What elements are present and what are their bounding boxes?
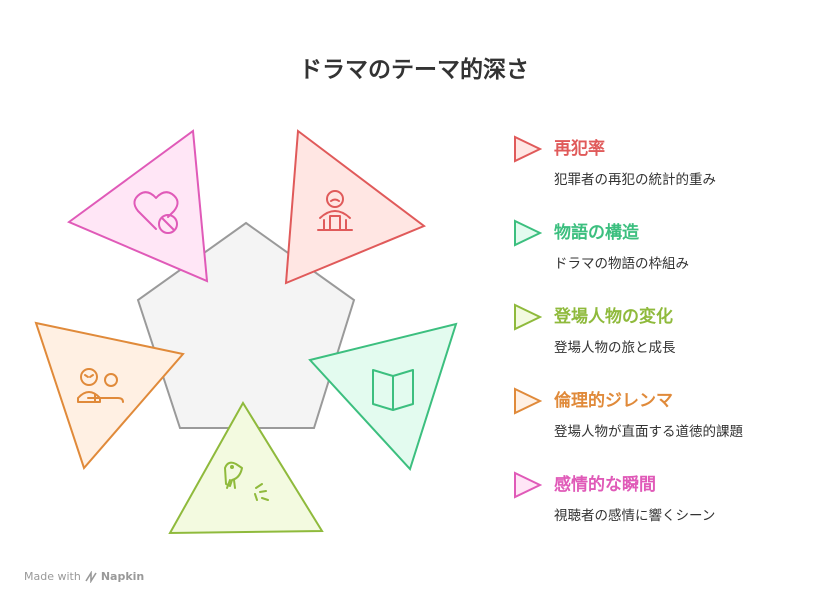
- legend-description: ドラマの物語の枠組み: [554, 256, 689, 272]
- legend-item-narrative-structure: 物語の構造 ドラマの物語の枠組み: [512, 216, 812, 276]
- triangle-marker-icon: [514, 219, 542, 247]
- heart-icon: [133, 191, 179, 234]
- legend-description: 登場人物の旅と成長: [554, 340, 676, 356]
- legend-title: 感情的な瞬間: [554, 475, 656, 495]
- legend-title: 再犯率: [554, 139, 605, 159]
- triangle-emotional-moments: [66, 129, 209, 283]
- triangle-marker-icon: [514, 471, 542, 499]
- legend-item-ethical-dilemma: 倫理的ジレンマ 登場人物が直面する道徳的課題: [512, 384, 812, 444]
- triangle-marker-icon: [514, 303, 542, 331]
- legend-title: 登場人物の変化: [554, 307, 673, 327]
- legend-item-emotional-moments: 感情的な瞬間 視聴者の感情に響くシーン: [512, 468, 812, 528]
- footer-attribution[interactable]: Made with Napkin: [24, 570, 144, 583]
- legend-title: 物語の構造: [554, 223, 639, 243]
- open-book-icon: [372, 369, 414, 411]
- page-title: ドラマのテーマ的深さ: [299, 57, 529, 83]
- legend-description: 視聴者の感情に響くシーン: [554, 508, 716, 524]
- triangle-marker-icon: [514, 135, 542, 163]
- napkin-logo-icon: [85, 570, 97, 583]
- legend-item-recidivism: 再犯率 犯罪者の再犯の統計的重み: [512, 132, 812, 192]
- footer-prefix: Made with: [24, 570, 81, 583]
- person-at-podium-icon: [317, 190, 353, 231]
- people-dilemma-icon: [77, 368, 124, 403]
- triangle-character-change: [168, 401, 324, 535]
- legend-description: 登場人物が直面する道徳的課題: [554, 424, 743, 440]
- footer-brand: Napkin: [100, 570, 145, 583]
- legend-item-character-change: 登場人物の変化 登場人物の旅と成長: [512, 300, 812, 360]
- triangle-recidivism: [284, 129, 427, 285]
- legend-title: 倫理的ジレンマ: [554, 391, 673, 411]
- triangle-marker-icon: [514, 387, 542, 415]
- legend-description: 犯罪者の再犯の統計的重み: [554, 172, 716, 188]
- bird-icon: [224, 461, 269, 501]
- triangle-narrative-structure: [308, 322, 458, 471]
- triangle-ethical-dilemma: [34, 321, 185, 470]
